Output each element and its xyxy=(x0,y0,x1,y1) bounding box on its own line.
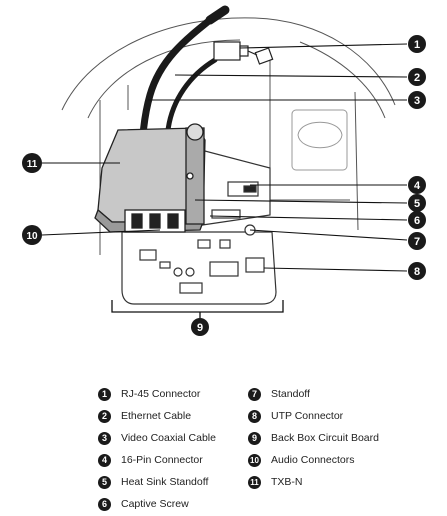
rj45-connector xyxy=(213,41,274,65)
callout-11: 11 xyxy=(22,153,42,173)
svg-text:9: 9 xyxy=(197,322,203,334)
svg-text:6: 6 xyxy=(414,215,420,227)
leader-lines xyxy=(41,43,408,272)
callouts: 1 2 3 4 5 6 7 8 xyxy=(22,35,426,336)
callout-8: 8 xyxy=(408,262,426,280)
callout-7: 7 xyxy=(408,232,426,250)
svg-text:4: 4 xyxy=(414,180,421,192)
svg-text:2: 2 xyxy=(414,72,420,84)
svg-text:8: 8 xyxy=(414,266,420,278)
svg-text:10: 10 xyxy=(26,231,38,242)
svg-text:1: 1 xyxy=(414,39,420,51)
callout-9: 9 xyxy=(191,318,209,336)
callout-5: 5 xyxy=(408,194,426,212)
callout-2: 2 xyxy=(408,68,426,86)
txb-n-module xyxy=(94,123,206,233)
callout-6: 6 xyxy=(408,211,426,229)
svg-text:3: 3 xyxy=(414,95,420,107)
board-bracket xyxy=(111,300,284,318)
svg-text:5: 5 xyxy=(414,198,420,210)
callout-4: 4 xyxy=(408,176,426,194)
callout-1: 1 xyxy=(408,35,426,53)
callout-10: 10 xyxy=(22,225,42,245)
svg-text:7: 7 xyxy=(414,236,420,248)
svg-text:11: 11 xyxy=(27,159,38,170)
callout-3: 3 xyxy=(408,91,426,109)
back-box-circuit-board xyxy=(121,224,277,305)
